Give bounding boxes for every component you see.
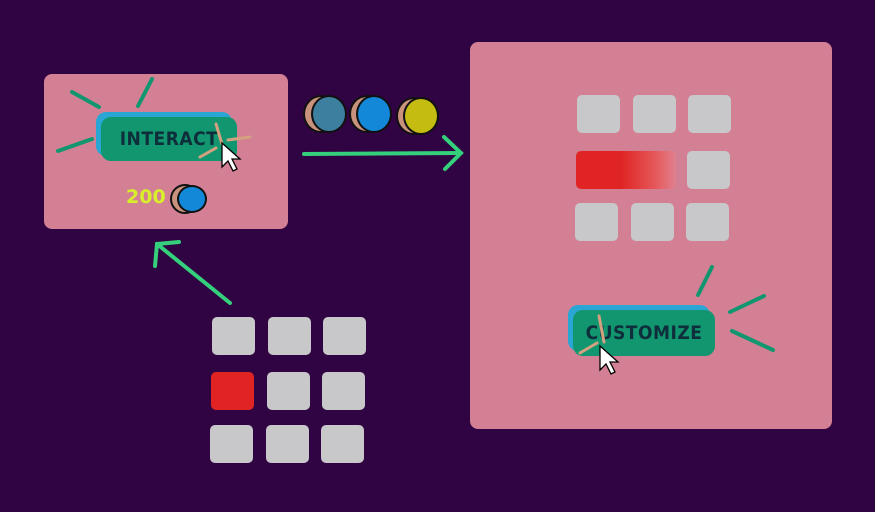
grid-tile[interactable]	[212, 317, 255, 355]
click-spark-icon	[578, 314, 606, 355]
grid-tile[interactable]	[268, 317, 311, 355]
selected-grid-tile[interactable]	[576, 151, 676, 189]
coin-icon	[177, 185, 207, 213]
grid-tile[interactable]	[321, 425, 364, 463]
coin-price: 200	[126, 186, 166, 208]
selected-grid-tile[interactable]	[211, 372, 254, 410]
grid-tile[interactable]	[687, 151, 730, 189]
burst-lines-icon	[696, 265, 775, 352]
grid-tile[interactable]	[266, 425, 309, 463]
teal-coin-icon	[311, 95, 347, 133]
grid-tile[interactable]	[688, 95, 731, 133]
grid-tile[interactable]	[633, 95, 676, 133]
grid-tile[interactable]	[210, 425, 253, 463]
click-spark-icon	[198, 122, 252, 159]
blue-coin-icon	[356, 95, 392, 133]
right-arrow-icon	[302, 135, 464, 171]
grid-tile[interactable]	[323, 317, 366, 355]
customize-button[interactable]: CUSTOMIZE	[573, 310, 715, 356]
burst-lines-icon	[56, 77, 154, 153]
interact-button-label: INTERACT	[119, 128, 219, 150]
grid-tile[interactable]	[686, 203, 729, 241]
grid-tile[interactable]	[575, 203, 618, 241]
interact-button[interactable]: INTERACT	[101, 117, 237, 161]
yellow-coin-icon	[403, 97, 439, 135]
customize-button-label: CUSTOMIZE	[585, 322, 703, 344]
grid-tile[interactable]	[631, 203, 674, 241]
up-left-arrow-icon	[153, 240, 232, 305]
grid-tile[interactable]	[267, 372, 310, 410]
cursor-icon	[221, 141, 242, 172]
grid-tile[interactable]	[577, 95, 620, 133]
grid-tile[interactable]	[322, 372, 365, 410]
cursor-icon	[599, 344, 620, 375]
